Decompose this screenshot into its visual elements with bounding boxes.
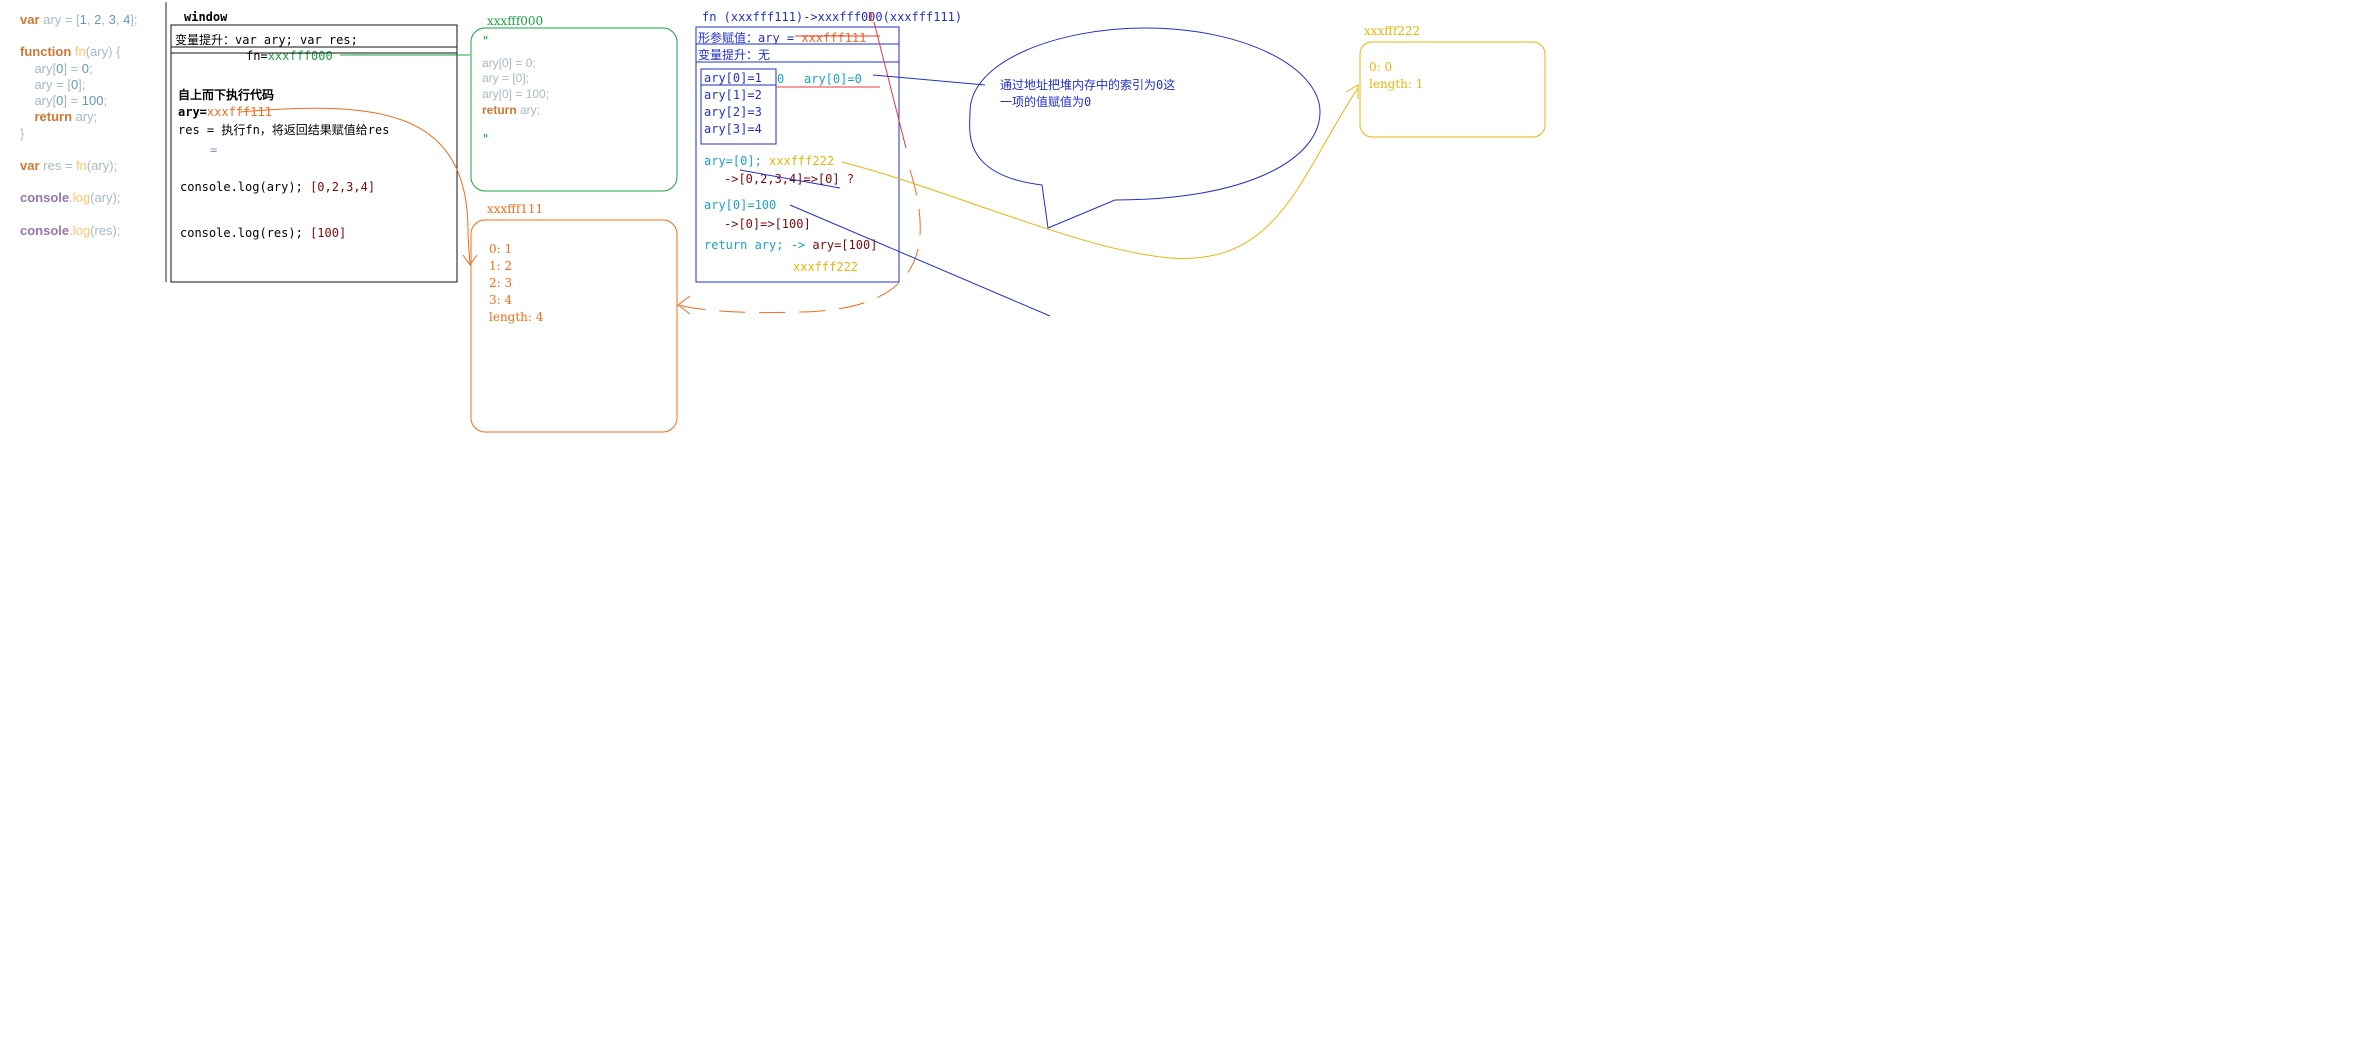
exec-assign100: ary[0]=100 <box>704 198 777 212</box>
code-line-7: } <box>20 125 25 141</box>
exec-arrow1: ->[0,2,3,4]=>[0] ? <box>724 172 855 186</box>
global-exec-label: 自上而下执行代码 <box>178 88 275 102</box>
exec-title-overlay: 1 <box>867 10 875 24</box>
code-line-10: console.log(res); <box>20 222 121 238</box>
global-hoist: 变量提升：var ary; var res; <box>175 33 358 47</box>
heap-fn-line-2: ary = [0]; <box>482 71 530 85</box>
exec-new-arr: ary=[0]; xxxfff222 <box>704 154 835 168</box>
heap-fn-addr: xxxfff000 <box>487 14 544 28</box>
global-log-ary: console.log(ary); [0,2,3,4] <box>180 180 376 194</box>
code-line-1: var ary = [1, 2, 3, 4]; <box>20 12 138 27</box>
heap-new-addr: xxxfff222 <box>1364 24 1421 38</box>
code-line-8: var res = fn(ary); <box>20 158 118 174</box>
global-ary-line: ary=xxxfff111 <box>178 105 272 119</box>
global-fn-line: fn=xxxfff000 <box>246 49 333 63</box>
source-code: var ary = [1, 2, 3, 4]; function fn(ary)… <box>20 12 138 239</box>
heap-fn-quote-close: " <box>482 132 490 146</box>
bubble-line-2: 一项的值赋值为0 <box>1000 95 1092 109</box>
exec-slot-3: ary[3]=4 <box>704 122 762 136</box>
code-line-2: function fn(ary) { <box>20 44 121 60</box>
global-log-res: console.log(res); [100] <box>180 226 347 240</box>
window-title: window <box>184 10 228 24</box>
exec-assign0: ary[0]=0 <box>804 72 862 86</box>
heap-ary-item-1: 1: 2 <box>489 259 513 273</box>
exec-return: return ary; -> ary=[100] <box>704 238 878 252</box>
global-res-line: res = 执行fn，将返回结果赋值给res <box>178 123 390 137</box>
heap-fn-line-1: ary[0] = 0; <box>482 56 536 70</box>
exec-slot-1: ary[1]=2 <box>704 88 762 102</box>
heap-ary-item-3: 3: 4 <box>489 293 513 307</box>
exec-slot-new: 0 <box>777 72 785 86</box>
exec-param: 形参赋值：ary = xxxfff111 <box>698 31 867 45</box>
heap-new-item-0: 0: 0 <box>1369 60 1393 74</box>
exec-bottom-addr: xxxfff222 <box>793 260 859 274</box>
code-line-6: return ary; <box>20 109 98 125</box>
exec-hoist: 变量提升：无 <box>698 48 771 62</box>
bubble-line-1: 通过地址把堆内存中的索引为0这 <box>1000 78 1176 92</box>
code-line-9: console.log(ary); <box>20 190 121 206</box>
code-line-4: ary = [0]; <box>20 76 86 92</box>
heap-ary-item-2: 2: 3 <box>489 276 513 290</box>
exec-slot-0: ary[0]=1 <box>704 71 762 85</box>
heap-fn-quote-open: " <box>482 34 490 48</box>
heap-new-item-1: length: 1 <box>1369 77 1424 91</box>
code-line-5: ary[0] = 100; <box>20 93 108 109</box>
exec-arrow2: ->[0]=>[100] <box>724 217 811 231</box>
heap-ary-item-0: 0: 1 <box>489 242 513 256</box>
exec-title: fn (xxxfff111)->xxxfff000(xxxfff111) <box>702 10 963 24</box>
heap-ary-item-4: length: 4 <box>489 310 544 324</box>
heap-fn-line-3: ary[0] = 100; <box>482 87 550 101</box>
heap-ary-addr: xxxfff111 <box>487 202 544 216</box>
exec-slot-2: ary[2]=3 <box>704 105 762 119</box>
code-line-3: ary[0] = 0; <box>20 60 93 76</box>
global-eq: = <box>210 143 218 157</box>
heap-fn-line-4: return ary; <box>482 103 541 117</box>
